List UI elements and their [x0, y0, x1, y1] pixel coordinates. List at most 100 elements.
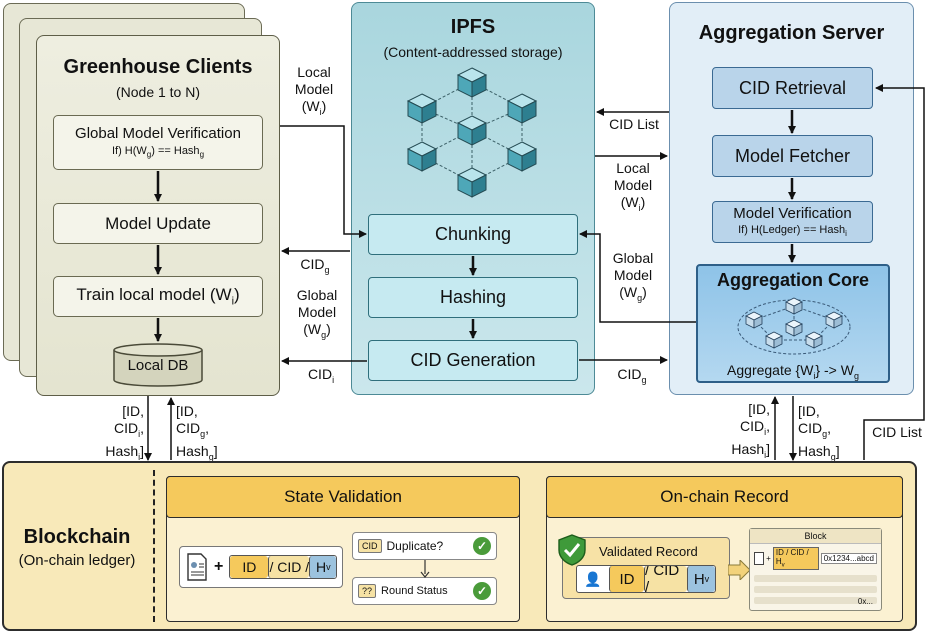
- model-verification-title: Model Verification: [733, 205, 852, 223]
- flow-label-line: (Wg): [303, 321, 331, 340]
- train-local-model-label: Train local model (Wi): [76, 285, 240, 308]
- greenhouse-title: Greenhouse Clients: [63, 56, 253, 78]
- flow-label-line: [ID,: [748, 401, 770, 417]
- block-card: Block + ID / CID / Hv 0x1234...abcd 0x..…: [749, 528, 882, 611]
- flow-label-line: Model: [613, 267, 653, 283]
- onchain-record-title: On-chain Record: [660, 487, 789, 506]
- flow-label-line: Hashg]: [798, 442, 840, 462]
- flow-label-cid-i-left: CIDi: [307, 366, 335, 385]
- flow-label-line: Local: [297, 64, 331, 80]
- validated-id-pill: ID: [609, 566, 644, 592]
- user-icon: 👤: [577, 566, 609, 592]
- cid-retrieval-box: CID Retrieval: [712, 67, 873, 109]
- duplicate-label: Duplicate?: [386, 539, 444, 553]
- aggregation-title: Aggregation Server: [698, 22, 885, 44]
- flow-label-line: Hashg]: [176, 442, 218, 462]
- block-plus: +: [766, 553, 771, 563]
- flow-label-line: (Wi): [620, 194, 646, 213]
- aggregation-core-network-icon: [737, 297, 851, 355]
- state-validation-header: State Validation: [166, 476, 520, 518]
- aggregation-core-title: Aggregation Core: [716, 270, 869, 290]
- local-db-label: Local DB: [127, 357, 189, 374]
- local-db-cylinder: [113, 343, 203, 387]
- model-update-label: Model Update: [105, 213, 211, 233]
- validation-flow-arrow: [420, 560, 430, 578]
- duplicate-check-icon: ✓: [473, 537, 491, 555]
- flow-label-line: CIDg,: [798, 420, 832, 439]
- flow-label-line: CIDi,: [113, 420, 144, 439]
- flow-label-global-model-right: Global Model (Wg): [600, 250, 666, 307]
- flow-label-cid-list-top: CID List: [609, 116, 659, 132]
- hashing-label: Hashing: [439, 287, 507, 307]
- flow-label-line: CIDg,: [176, 420, 210, 439]
- flow-label-local-model-top: Local Model (Wi): [284, 64, 344, 121]
- block-row: [754, 596, 877, 604]
- flow-label-line: CIDi,: [739, 418, 770, 437]
- document-icon: [187, 553, 207, 581]
- validated-record-label: Validated Record: [599, 544, 698, 559]
- cid-retrieval-label: CID Retrieval: [738, 77, 847, 98]
- flow-label-line: [ID,: [798, 403, 820, 419]
- flow-label-line: Local: [616, 160, 650, 176]
- flow-label-line: (Wg): [619, 284, 647, 303]
- block-footer-hash: 0x...: [857, 597, 873, 606]
- round-status-label: Round Status: [381, 585, 448, 597]
- greenhouse-subtitle: (Node 1 to N): [115, 84, 201, 100]
- chunking-box: Chunking: [368, 214, 578, 255]
- round-status-icon: ??: [358, 584, 377, 598]
- shield-check-icon: [558, 534, 586, 566]
- validated-cid-pill: / CID /: [644, 566, 687, 592]
- ipfs-subtitle: (Content-addressed storage): [383, 44, 563, 60]
- aggregation-core-box: Aggregation Core: [696, 264, 890, 383]
- record-to-block-arrow: [728, 560, 750, 580]
- flow-label-greenhouse-down: [ID, CIDi, Hashi]: [84, 403, 144, 466]
- flow-label-cid-g-right: CIDg: [617, 366, 647, 385]
- round-status-check-icon: ✓: [473, 582, 491, 600]
- flow-label-line: Model: [294, 81, 334, 97]
- flow-label-cid-g-left: CIDg: [300, 256, 330, 275]
- cid-generation-box: CID Generation: [368, 340, 578, 381]
- flow-label-line: Model: [613, 177, 653, 193]
- model-verification-condition: If) H(Ledger) == Hashi: [738, 224, 847, 239]
- cid-generation-label: CID Generation: [410, 350, 536, 370]
- flow-label-line: Hashi]: [105, 442, 144, 462]
- block-doc-icon: [754, 551, 765, 565]
- state-validation-title: State Validation: [284, 487, 402, 506]
- id-pill: ID: [230, 556, 269, 578]
- flow-label-line: Hashi]: [731, 440, 770, 460]
- flow-label-greenhouse-up: [ID, CIDg, Hashg]: [176, 403, 236, 466]
- ipfs-title: IPFS: [450, 16, 496, 38]
- onchain-record-header: On-chain Record: [546, 476, 903, 518]
- block-row: [754, 585, 877, 593]
- global-model-verification-condition: If) H(Wg) == Hashg: [111, 145, 205, 160]
- flow-label-local-model-right: Local Model (Wi): [600, 160, 666, 217]
- block-title: Block: [750, 529, 881, 544]
- train-local-model-box: Train local model (Wi): [53, 276, 263, 317]
- flow-label-aggregation-down: [ID, CIDg, Hashg]: [798, 403, 858, 466]
- blockchain-subtitle: (On-chain ledger): [18, 552, 136, 569]
- blockchain-title: Blockchain: [23, 526, 131, 548]
- ipfs-cube-network-icon: [406, 67, 538, 198]
- aggregation-core-formula: Aggregate {Wi} -> Wg: [727, 362, 859, 381]
- plus-sign: +: [214, 558, 224, 575]
- block-row: [754, 574, 877, 582]
- blockchain-divider: [153, 470, 155, 622]
- global-model-verification-box: Global Model Verification If) H(Wg) == H…: [53, 115, 263, 170]
- chunking-label: Chunking: [434, 224, 512, 244]
- block-header-row: + ID / CID / Hv 0x1234...abcd: [750, 544, 881, 573]
- duplicate-check-row: CID Duplicate? ✓: [352, 532, 497, 560]
- cid-tag-icon: CID: [358, 539, 382, 553]
- block-hash: 0x1234...abcd: [820, 552, 877, 564]
- flow-label-line: Model: [297, 304, 337, 320]
- flow-label-line: (Wi): [301, 98, 327, 117]
- flow-label-aggregation-up: [ID, CIDi, Hashi]: [710, 401, 770, 464]
- block-id-cid-hv: ID / CID / Hv: [772, 547, 819, 570]
- flow-label-global-model-left: Global Model (Wg): [284, 287, 350, 344]
- model-verification-box: Model Verification If) H(Ledger) == Hash…: [712, 201, 873, 243]
- model-fetcher-box: Model Fetcher: [712, 135, 873, 177]
